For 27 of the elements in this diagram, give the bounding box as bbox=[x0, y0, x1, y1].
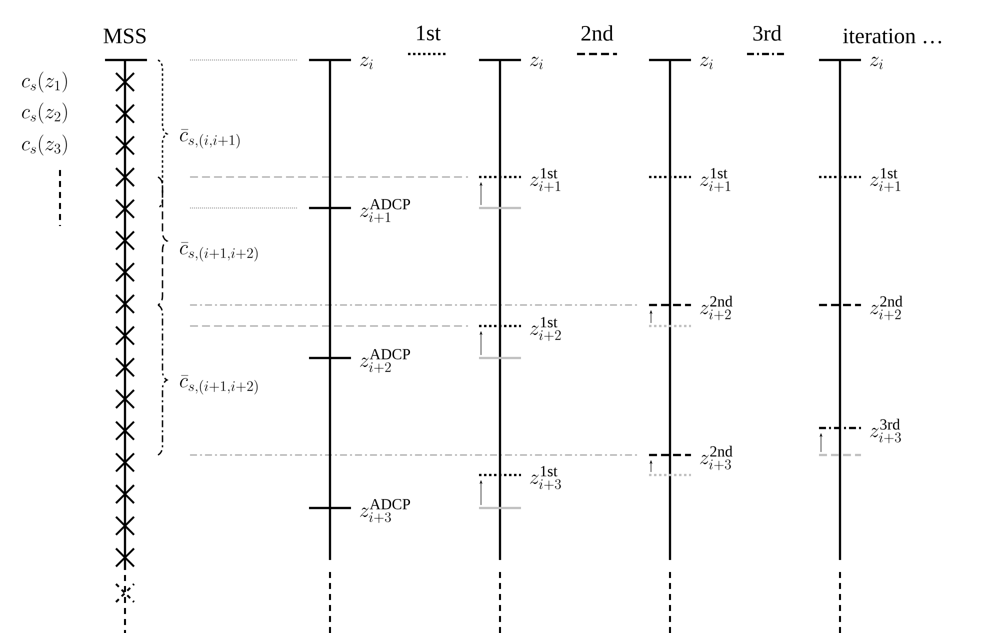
math-label: $\bar{c}_{s,(i+1,i+2)}$ bbox=[180, 375, 258, 394]
math-label: $z_i$ bbox=[360, 56, 373, 70]
math-label: $\bar{c}_{s,(i+1,i+2)}$ bbox=[180, 242, 258, 262]
math-label: $z_{i+2}^{\mathrm{ADCP}}$ bbox=[360, 349, 410, 373]
math-label: $z_{i+2}^{\mathrm{1st}}$ bbox=[530, 317, 561, 341]
math-label: $c_s\big(z_3\big)$ bbox=[22, 134, 67, 156]
math-label: $z_{i+1}^{\mathrm{1st}}$ bbox=[870, 168, 900, 192]
heading: MSS bbox=[104, 28, 146, 44]
math-label: $c_s\big(z_1\big)$ bbox=[22, 72, 67, 92]
legend-label: 1st bbox=[417, 26, 441, 40]
math-label: $z_{i+3}^{\mathrm{2nd}}$ bbox=[700, 446, 732, 470]
legend-label: 3rd bbox=[753, 25, 782, 41]
math-label: $z_{i+2}^{\mathrm{2nd}}$ bbox=[700, 296, 732, 320]
math-label: $z_i$ bbox=[530, 56, 543, 70]
math-label: $z_{i+1}^{\mathrm{1st}}$ bbox=[530, 168, 560, 192]
heading: iteration … bbox=[843, 28, 942, 44]
math-label: $z_{i+3}^{\mathrm{3rd}}$ bbox=[870, 418, 901, 444]
math-label: $z_{i+2}^{\mathrm{2nd}}$ bbox=[870, 296, 902, 320]
math-label: $z_{i+3}^{\mathrm{ADCP}}$ bbox=[360, 499, 410, 523]
math-label: $z_i$ bbox=[700, 56, 713, 70]
math-label: $z_i$ bbox=[870, 56, 883, 70]
math-label: $z_{i+3}^{\mathrm{1st}}$ bbox=[530, 466, 561, 490]
math-label: $\bar{c}_{s,(i,i+1)}$ bbox=[180, 129, 240, 148]
legend-label: 2nd bbox=[581, 25, 614, 41]
math-label: $z_{i+1}^{\mathrm{ADCP}}$ bbox=[360, 199, 410, 223]
math-label: $c_s\big(z_2\big)$ bbox=[22, 102, 67, 124]
math-label: $z_{i+1}^{\mathrm{1st}}$ bbox=[700, 168, 730, 192]
